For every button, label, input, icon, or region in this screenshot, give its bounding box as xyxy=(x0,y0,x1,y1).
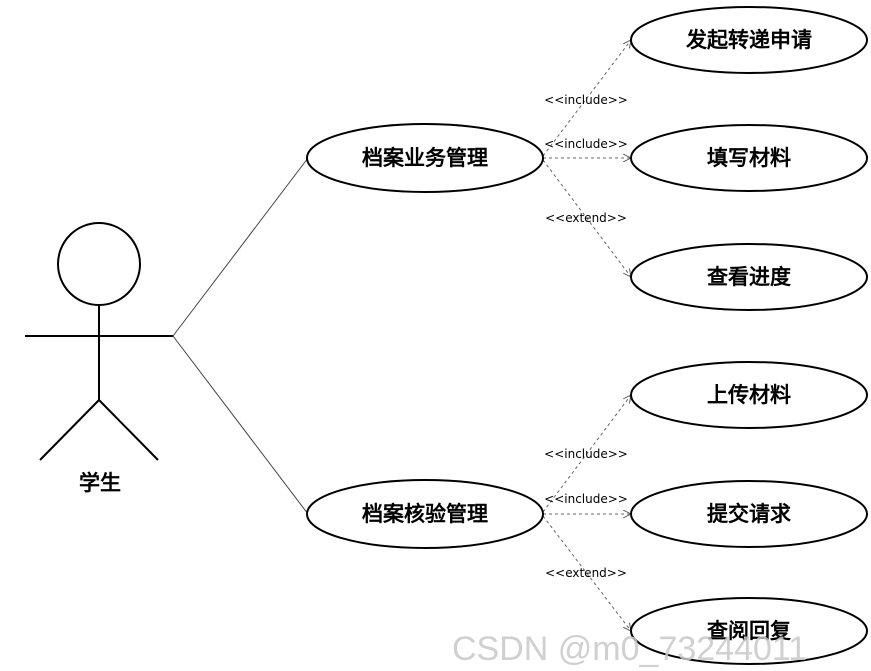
use-case-view-progress: 查看进度 xyxy=(630,243,868,311)
stereotype-extend-1: <<extend>> xyxy=(545,211,627,225)
actor-student: 学生 xyxy=(25,222,173,495)
stereotype-include-3: <<include>> xyxy=(544,447,628,461)
use-case-initiate-transfer: 发起转递申请 xyxy=(630,6,868,74)
use-case-archive-verify: 档案核验管理 xyxy=(306,479,544,549)
use-case-label: 发起转递申请 xyxy=(685,28,812,52)
stereotype-include-2: <<include>> xyxy=(544,137,628,151)
stereotype-include-1: <<include>> xyxy=(544,93,628,107)
use-case-archive-business: 档案业务管理 xyxy=(306,123,544,193)
include-link-transfer xyxy=(542,40,631,157)
use-case-label: 上传材料 xyxy=(707,383,791,407)
actor-label: 学生 xyxy=(79,471,121,495)
association-verify xyxy=(172,335,309,515)
use-case-label: 查阅回复 xyxy=(707,619,792,643)
use-case-submit-request: 提交请求 xyxy=(630,480,868,548)
watermark-text: CSDN @m0_73244011 xyxy=(452,630,807,668)
actor-left-leg xyxy=(39,399,100,461)
use-case-label: 填写材料 xyxy=(707,146,791,170)
use-case-label: 查看进度 xyxy=(707,265,791,289)
use-case-fill-materials: 填写材料 xyxy=(630,124,868,192)
use-case-label: 提交请求 xyxy=(707,502,791,526)
actor-right-leg xyxy=(98,399,159,461)
extend-link-progress xyxy=(542,159,631,277)
stereotype-extend-2: <<extend>> xyxy=(545,566,627,580)
association-business xyxy=(172,157,309,337)
actor-head xyxy=(57,222,141,306)
use-case-upload-materials: 上传材料 xyxy=(630,361,868,429)
include-link-upload xyxy=(542,395,631,513)
use-case-label: 档案核验管理 xyxy=(362,502,488,526)
use-case-label: 档案业务管理 xyxy=(362,146,488,170)
stereotype-include-4: <<include>> xyxy=(544,492,628,506)
use-case-view-reply: 查阅回复 xyxy=(630,597,868,665)
extend-link-reply xyxy=(542,515,631,631)
